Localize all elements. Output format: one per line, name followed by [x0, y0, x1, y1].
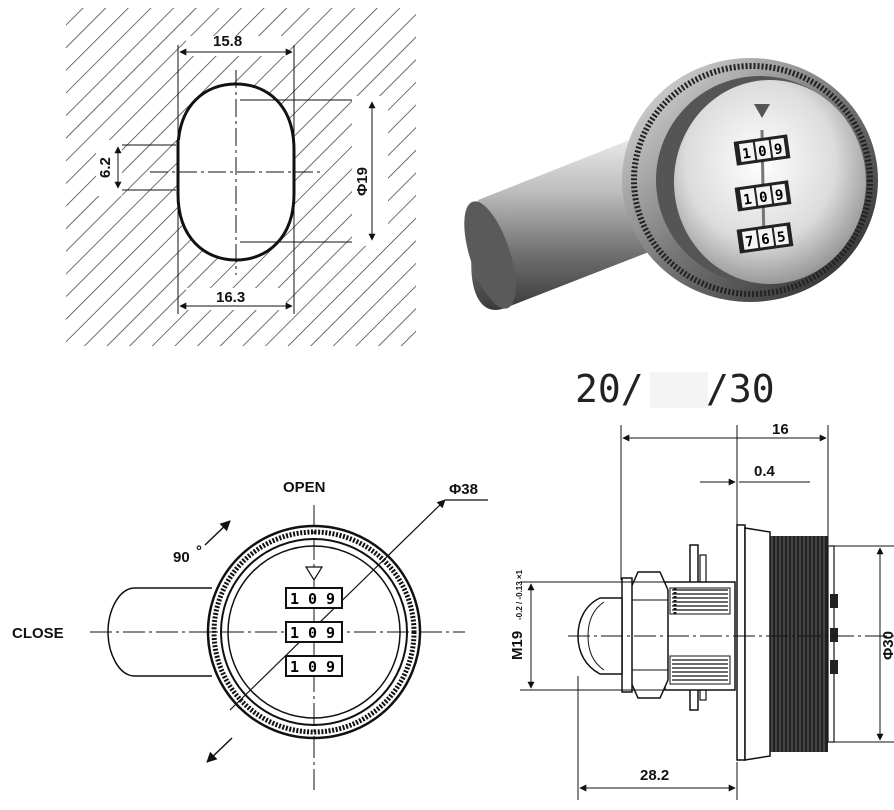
side-top-dim: 16 [772, 421, 789, 438]
cutout-top-width: 15.8 [213, 33, 242, 50]
size-label-right: /30 [706, 367, 775, 411]
photo-wheel-bottom: 7 6 5 [736, 222, 794, 254]
front-diameter: Φ38 [449, 481, 478, 498]
front-digit: 1 [290, 590, 299, 608]
rotation-angle-unit: ° [196, 543, 202, 560]
rotation-angle: 90 [173, 549, 190, 566]
cutout-flat-height: 6.2 [97, 157, 114, 178]
side-view: 16 0.4 M19 [509, 420, 894, 800]
front-digit: 9 [326, 624, 335, 642]
photo-digit: 1 [741, 146, 752, 163]
cutout-bottom-width: 16.3 [216, 289, 245, 306]
front-digit: 1 [290, 658, 299, 676]
front-view: Φ38 90 ° OPEN CLOSE 1 0 9 1 0 9 1 0 9 [12, 479, 488, 790]
side-length: 28.2 [640, 767, 669, 784]
thread-tolerance: -0.2 / -0.13 ×1 [515, 569, 524, 620]
front-digit: 0 [308, 590, 317, 608]
product-photo: 1 0 9 1 0 9 7 6 5 [464, 58, 878, 311]
photo-digit: 6 [760, 231, 771, 248]
cutout-diagram: 15.8 16.3 6.2 Φ19 [66, 8, 416, 346]
thread-size: M19 [509, 631, 526, 660]
front-digit: 9 [326, 658, 335, 676]
photo-digit: 5 [776, 229, 787, 246]
front-digit: 0 [308, 624, 317, 642]
open-label: OPEN [283, 479, 326, 496]
photo-digit: 0 [758, 189, 769, 206]
photo-digit: 9 [774, 187, 785, 204]
photo-digit: 0 [757, 143, 768, 160]
close-label: CLOSE [12, 625, 64, 642]
front-digit: 9 [326, 590, 335, 608]
photo-digit: 1 [742, 192, 753, 209]
front-digit: 0 [308, 658, 317, 676]
photo-digit: 9 [773, 141, 784, 158]
side-offset: 0.4 [754, 463, 776, 480]
photo-wheel-top: 1 0 9 [733, 134, 791, 166]
photo-wheel-mid: 1 0 9 [734, 180, 792, 212]
photo-digit: 7 [744, 234, 755, 251]
cutout-diameter: Φ19 [354, 167, 371, 196]
size-label: 20/ /30 [575, 367, 775, 411]
dial-diameter: Φ30 [880, 631, 894, 660]
size-label-left: 20/ [575, 367, 644, 411]
front-digit: 1 [290, 624, 299, 642]
front-wheels: 1 0 9 1 0 9 1 0 9 [285, 587, 343, 677]
